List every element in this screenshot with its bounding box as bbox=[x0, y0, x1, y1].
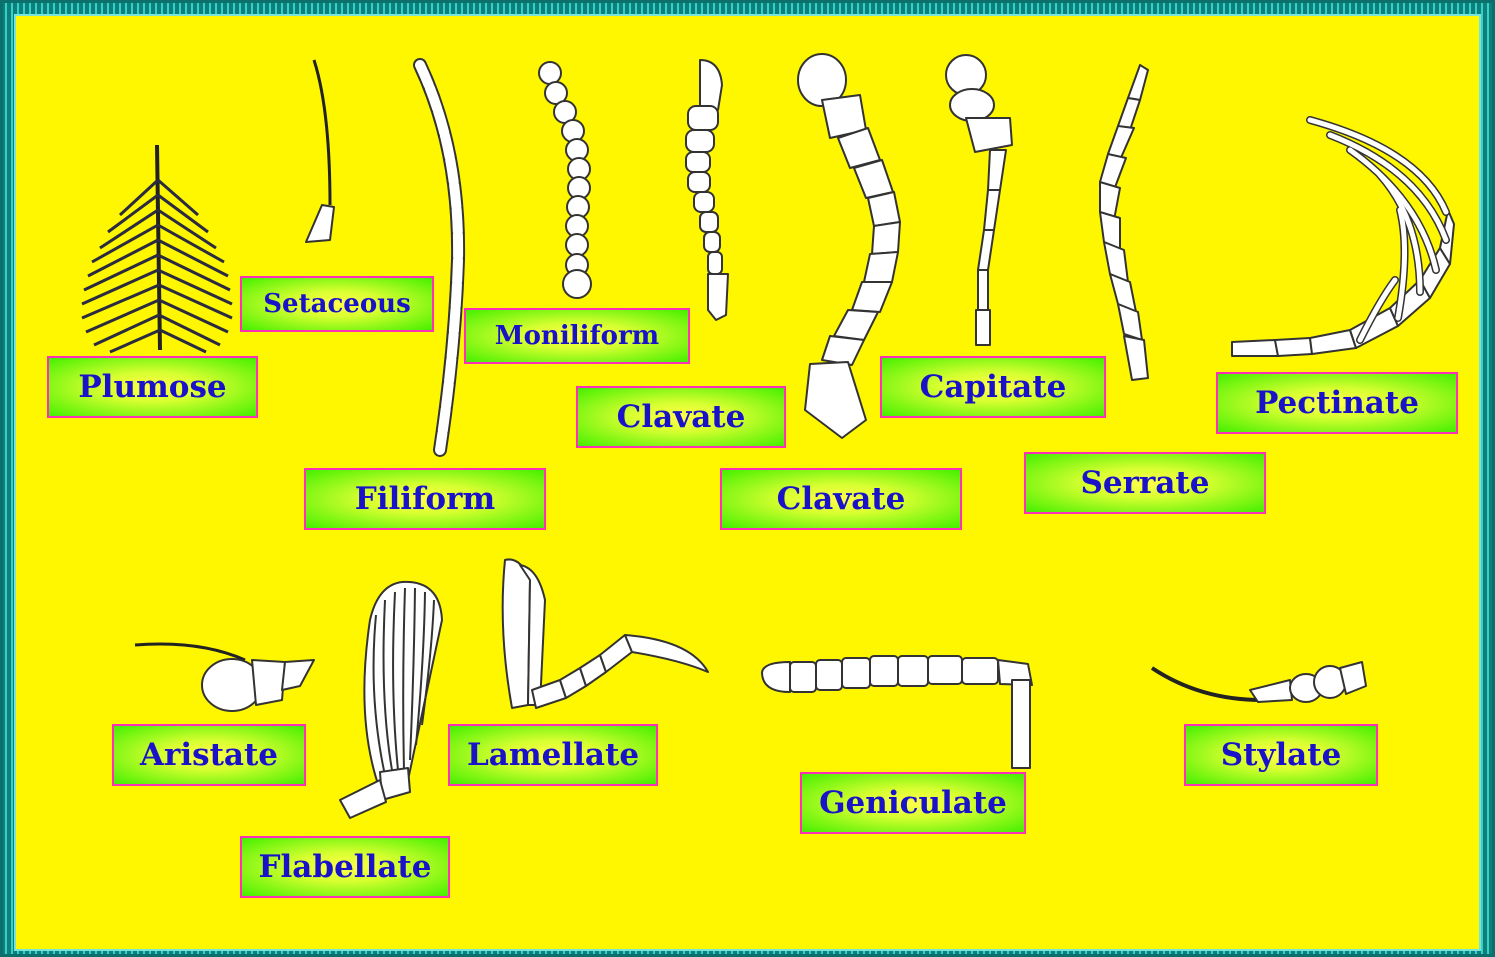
capitate-antenna-icon bbox=[946, 55, 1012, 345]
label-geniculate: Geniculate bbox=[800, 772, 1026, 834]
label-clavate-2: Clavate bbox=[720, 468, 962, 530]
serrate-antenna-icon bbox=[1100, 65, 1148, 380]
label-stylate: Stylate bbox=[1184, 724, 1378, 786]
label-aristate: Aristate bbox=[112, 724, 306, 786]
pectinate-antenna-icon bbox=[1232, 120, 1454, 356]
stylate-antenna-icon bbox=[1152, 662, 1366, 702]
label-setaceous: Setaceous bbox=[240, 276, 434, 332]
aristate-antenna-icon bbox=[135, 644, 314, 711]
geniculate-antenna-icon bbox=[762, 656, 1032, 768]
lamellate-antenna-icon bbox=[503, 559, 708, 708]
filiform-antenna-icon bbox=[420, 65, 458, 450]
plumose-antenna-icon bbox=[82, 145, 232, 352]
label-plumose: Plumose bbox=[47, 356, 258, 418]
label-capitate: Capitate bbox=[880, 356, 1106, 418]
label-pectinate: Pectinate bbox=[1216, 372, 1458, 434]
label-filiform: Filiform bbox=[304, 468, 546, 530]
clavate-antenna-icon bbox=[686, 60, 728, 320]
label-moniliform: Moniliform bbox=[464, 308, 690, 364]
label-lamellate: Lamellate bbox=[448, 724, 658, 786]
label-flabellate: Flabellate bbox=[240, 836, 450, 898]
label-clavate-1: Clavate bbox=[576, 386, 786, 448]
flabellate-antenna-icon bbox=[340, 582, 442, 818]
label-serrate: Serrate bbox=[1024, 452, 1266, 514]
moniliform-antenna-icon bbox=[539, 62, 591, 298]
setaceous-antenna-icon bbox=[306, 60, 334, 242]
